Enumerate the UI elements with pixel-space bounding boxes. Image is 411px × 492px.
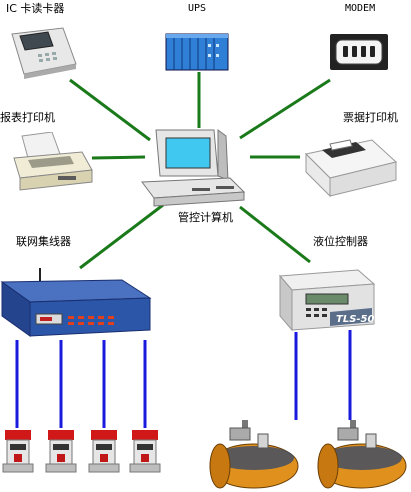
fuel-dispensers xyxy=(2,429,161,473)
label-modem: MODEM xyxy=(345,3,376,14)
controller-brand-text: TLS-50 xyxy=(336,314,375,325)
fuel-dispenser-icon xyxy=(129,429,161,473)
label-ic-card-reader: IC 卡读卡器 xyxy=(6,2,65,15)
link-level-controller xyxy=(239,205,311,264)
label-receipt-printer: 票据打印机 xyxy=(343,111,398,124)
link-modem xyxy=(239,78,331,140)
label-ups: UPS xyxy=(188,3,207,14)
level-controller-icon: TLS-50 xyxy=(278,269,376,332)
label-level-controller: 液位控制器 xyxy=(313,235,368,248)
report-printer-icon xyxy=(13,132,93,191)
fuel-tank-icon xyxy=(209,419,299,489)
fuel-dispenser-icon xyxy=(88,429,120,473)
link-report-printer xyxy=(91,155,146,160)
modem-icon xyxy=(330,34,388,70)
label-report-printer: 报表打印机 xyxy=(0,111,55,124)
link-hub xyxy=(79,203,164,270)
card-reader-icon xyxy=(11,27,77,79)
computer-icon xyxy=(141,129,246,207)
ups-icon xyxy=(165,33,229,71)
fuel-tank-icon xyxy=(317,419,407,489)
fuel-tanks xyxy=(209,419,407,489)
link-ic-reader xyxy=(69,78,151,142)
label-control-computer: 管控计算机 xyxy=(178,211,233,224)
receipt-printer-icon xyxy=(304,139,398,198)
hub-icon xyxy=(0,268,152,337)
label-network-hub: 联网集线器 xyxy=(16,235,71,248)
fuel-dispenser-icon xyxy=(45,429,77,473)
fuel-dispenser-icon xyxy=(2,429,34,473)
